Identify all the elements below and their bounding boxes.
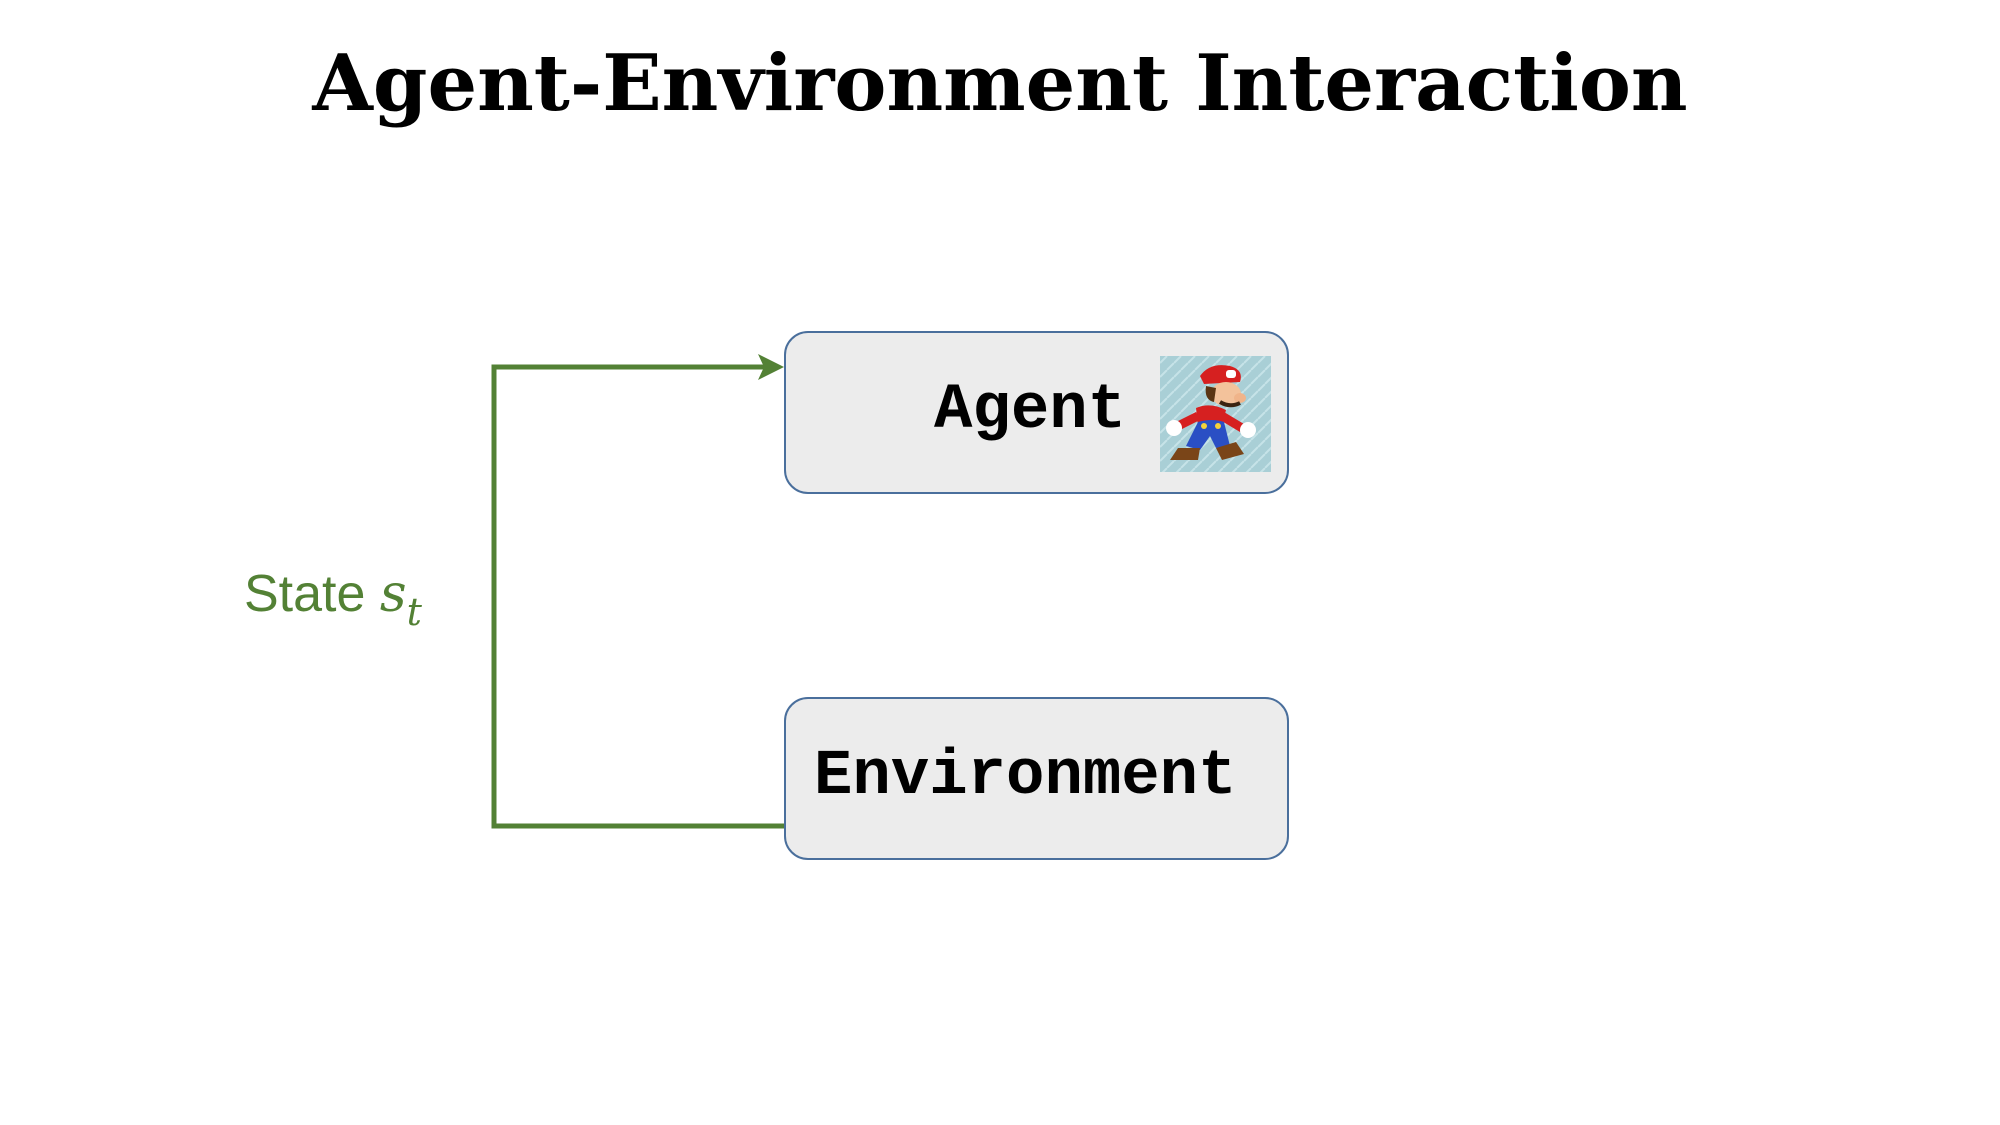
agent-box: Agent bbox=[784, 331, 1289, 494]
state-label-text: State bbox=[244, 565, 366, 623]
agent-label: Agent bbox=[934, 375, 1127, 447]
state-subscript: t bbox=[406, 590, 422, 634]
state-variable: s bbox=[379, 564, 407, 624]
state-label: State st bbox=[244, 564, 422, 634]
state-arrow-line bbox=[491, 364, 784, 829]
state-arrow-head bbox=[758, 354, 784, 380]
environment-label: Environment bbox=[814, 741, 1237, 813]
environment-box: Environment bbox=[784, 697, 1289, 860]
mario-character-icon bbox=[1160, 356, 1271, 472]
slide-title: Agent-Environment Interaction bbox=[312, 38, 1688, 129]
